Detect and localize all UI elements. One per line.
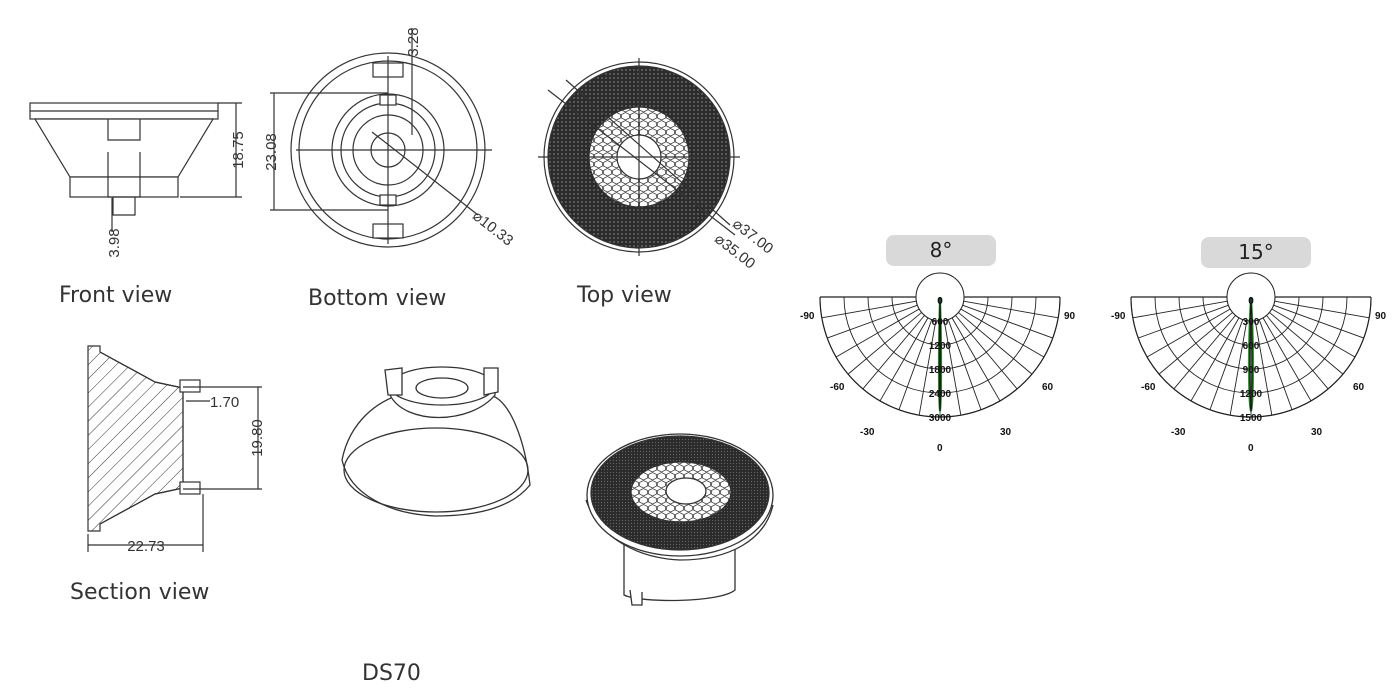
bottom-view-caption: Bottom view: [308, 286, 447, 311]
polar-spoke: [1254, 320, 1273, 416]
ring-value-label: 3000: [929, 413, 952, 424]
section-width-dim: 22.73: [127, 538, 165, 555]
section-view-drawing: [87, 345, 262, 552]
top-view-caption: Top view: [577, 283, 672, 308]
polar-spoke: [962, 304, 1053, 339]
iso-view-front: [585, 433, 774, 606]
polar-spoke: [1266, 315, 1329, 390]
angle-label: 30: [1311, 427, 1323, 438]
ring-value-label: 600: [1243, 341, 1260, 352]
polar-spoke: [1138, 304, 1229, 339]
top-view-drawing: [538, 58, 740, 256]
bottom-width-dim: 23.08: [263, 133, 280, 171]
polar-spoke: [1271, 308, 1356, 358]
polar-spoke: [1229, 320, 1248, 416]
polar-spoke: [960, 308, 1045, 358]
polar-spoke: [879, 317, 929, 402]
polar-spoke: [1190, 317, 1240, 402]
ring-value-label: 2400: [929, 389, 952, 400]
polar-spoke: [955, 315, 1018, 390]
ring-value-label: 1500: [1240, 413, 1263, 424]
polar-spoke: [1209, 319, 1244, 410]
angle-label: 0: [937, 443, 943, 454]
angle-label: 60: [1042, 382, 1054, 393]
section-height-dim: 19.80: [249, 419, 266, 457]
intensity-curve-secondary: [1249, 296, 1253, 413]
polar-spoke: [1262, 317, 1312, 402]
polar-spoke: [1274, 300, 1370, 319]
ring-value-label: 900: [1243, 365, 1260, 376]
angle-label: 60: [1353, 382, 1365, 393]
angle-label: -30: [1171, 427, 1186, 438]
angle-label: -60: [830, 382, 845, 393]
front-height-dim: 18.75: [230, 131, 247, 169]
polar-spoke: [918, 320, 937, 416]
polar-spoke: [963, 300, 1059, 319]
ring-value-label: 0: [1248, 296, 1254, 307]
beam-angle-8-badge: 8°: [886, 235, 996, 266]
polar-spoke: [835, 308, 920, 358]
angle-label: 90: [1375, 311, 1387, 322]
angle-label: -90: [1111, 311, 1126, 322]
angle-label: 30: [1000, 427, 1012, 438]
polar-spoke: [862, 315, 925, 390]
polar-spoke: [827, 304, 918, 339]
front-view-caption: Front view: [59, 283, 173, 308]
angle-label: 0: [1248, 443, 1254, 454]
iso-view-back: [341, 366, 531, 517]
ring-value-label: 600: [932, 317, 949, 328]
polar-spoke: [1146, 308, 1231, 358]
front-pin-dim: 3.98: [106, 228, 123, 257]
angle-label: 90: [1064, 311, 1076, 322]
beam-angle-15-badge: 15°: [1201, 237, 1311, 268]
polar-spoke: [1158, 312, 1233, 375]
intensity-curve-secondary: [938, 296, 942, 412]
angle-label: -90: [800, 311, 815, 322]
section-lip-dim: 1.70: [210, 394, 239, 411]
polar-diagram-8deg: 0 600 1200 1800 2400 3000 -90 90 -60 60 -30 30 0: [800, 272, 1076, 454]
bottom-view-drawing: [270, 28, 492, 248]
ring-value-label: 1800: [929, 365, 952, 376]
polar-spoke: [1269, 312, 1344, 375]
polar-spoke: [821, 300, 917, 319]
polar-spoke: [947, 319, 982, 410]
polar-spoke: [943, 320, 962, 416]
ring-value-label: 0: [937, 296, 943, 307]
polar-spoke: [1273, 304, 1364, 339]
polar-spoke: [898, 319, 933, 410]
bottom-inner-dim: ⌀10.33: [469, 207, 516, 249]
polar-spoke: [1173, 315, 1236, 390]
bottom-tab-dim: 3.28: [405, 27, 422, 56]
front-view-drawing: [29, 102, 242, 232]
section-view-caption: Section view: [70, 580, 210, 605]
ring-value-label: 1200: [1240, 389, 1263, 400]
ring-value-label: 300: [1243, 317, 1260, 328]
polar-spoke: [1132, 300, 1228, 319]
angle-label: -60: [1141, 382, 1156, 393]
model-caption: DS70: [362, 661, 421, 686]
angle-label: -30: [860, 427, 875, 438]
polar-spoke: [951, 317, 1001, 402]
polar-spoke: [847, 312, 922, 375]
polar-spoke: [1258, 319, 1293, 410]
ring-value-label: 1200: [929, 341, 952, 352]
polar-spoke: [958, 312, 1033, 375]
